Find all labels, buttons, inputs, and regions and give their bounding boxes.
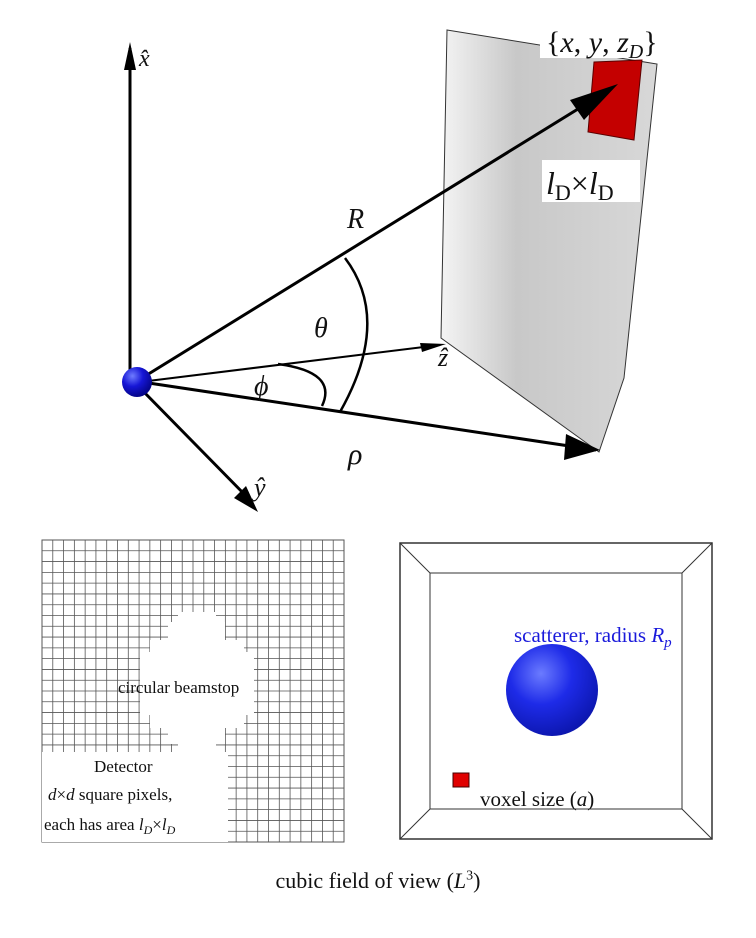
r-label: R [346,204,364,235]
scatterer-label: scatterer, radius Rp [514,623,672,651]
r-vector-line [141,86,613,380]
beamstop-region [140,612,254,756]
fov-edge-tr [681,542,713,574]
z-axis-label: ẑ [437,343,449,372]
x-axis-label: x̂ [138,46,150,72]
rho-vector-line [141,380,597,452]
y-axis-arrowhead [234,486,258,512]
voxel-square [452,772,470,788]
pixel-size-label: lD×lD [546,165,614,205]
fov-edge-br [681,808,713,840]
beamstop-label: circular beamstop [118,678,239,697]
detector-line2: each has area lD×lD [44,815,176,837]
theta-label: θ [314,313,328,344]
rho-vector-arrowhead [564,434,600,460]
phi-label: ϕ [254,371,269,402]
pixel-size-backing [542,160,640,202]
fov-edge-bl [399,808,431,840]
detector-plane [440,29,658,453]
detector-panel: circular beamstop Detector d×d square pi… [41,539,345,843]
phi-arc [277,362,327,407]
detector-title: Detector [94,757,153,776]
r-vector-arrowhead [570,84,618,120]
detector-text-backing [42,752,228,842]
origin-sphere [122,367,152,397]
caption: cubic field of view (L3) [275,868,481,893]
scattering-geometry: x̂ ŷ ẑ R θ ϕ ρ {x, y, zD} lD×lD [122,20,668,512]
y-axis-label: ŷ [251,473,266,502]
rho-label: ρ [347,438,362,471]
detector-line1: d×d square pixels, [48,785,172,804]
x-axis-arrowhead [124,42,136,70]
fov-edge-tl [399,542,431,574]
z-axis-line [139,344,441,383]
fov-inner-box [429,572,683,810]
theta-arc [338,257,369,413]
fov-panel: scatterer, radius Rp voxel size (a) [399,542,713,840]
scatterer-sphere [506,644,598,736]
pixel-coord-backing [540,20,668,58]
z-axis-arrowhead [420,343,446,352]
y-axis-line [138,386,252,502]
voxel-label: voxel size (a) [480,787,594,811]
